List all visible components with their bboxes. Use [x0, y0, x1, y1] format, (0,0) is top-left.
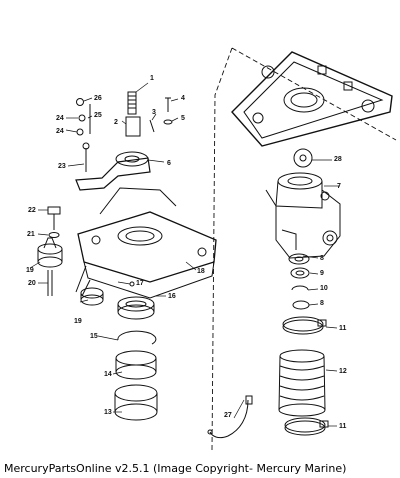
callout-15: 15 — [90, 333, 98, 340]
gimbal-ring-plate — [231, 51, 393, 147]
callout-25: 25 — [94, 112, 102, 119]
callout-7: 7 — [337, 183, 341, 190]
callout-4: 4 — [181, 95, 185, 102]
callout-24a: 24 — [56, 115, 64, 122]
callout-12: 12 — [339, 368, 347, 375]
leader-lines — [29, 82, 340, 427]
callout-labels: 1234567889101111121314151617181919202122… — [26, 75, 347, 430]
callout-8b: 8 — [320, 300, 324, 307]
callout-19b: 19 — [74, 318, 82, 325]
callout-24b: 24 — [56, 128, 64, 135]
dashed-divider — [211, 47, 397, 451]
exhaust-bellows — [278, 349, 326, 417]
callout-27: 27 — [224, 412, 232, 419]
callout-20: 20 — [28, 280, 36, 287]
callout-19a: 19 — [26, 267, 34, 274]
callout-6: 6 — [167, 160, 171, 167]
callout-14: 14 — [104, 371, 112, 378]
small-washers — [288, 253, 310, 310]
side-seals — [37, 237, 104, 306]
callout-10: 10 — [320, 285, 328, 292]
trim-sender-wire — [207, 395, 253, 439]
callout-11b: 11 — [339, 423, 347, 430]
callout-17: 17 — [136, 280, 144, 287]
steering-lever — [75, 98, 151, 191]
callout-13: 13 — [104, 409, 112, 416]
callout-18: 18 — [197, 268, 205, 275]
callout-5: 5 — [181, 115, 185, 122]
hose-clamps — [282, 316, 329, 436]
callout-23: 23 — [58, 163, 66, 170]
callout-26: 26 — [94, 95, 102, 102]
gimbal-housing — [75, 187, 217, 299]
callout-11a: 11 — [339, 325, 347, 332]
star-washer — [293, 148, 313, 168]
callout-1: 1 — [150, 75, 154, 82]
exploded-parts-diagram: 1234567889101111121314151617181919202122… — [26, 47, 397, 451]
bell-housing — [265, 172, 341, 259]
image-caption: MercuryPartsOnline v2.5.1 (Image Copyrig… — [4, 462, 347, 475]
callout-16: 16 — [168, 293, 176, 300]
callout-3: 3 — [152, 109, 156, 116]
bolts-and-pins — [47, 91, 173, 238]
callout-8a: 8 — [320, 255, 324, 262]
callout-21: 21 — [27, 231, 35, 238]
callout-22: 22 — [28, 207, 36, 214]
callout-28: 28 — [334, 156, 342, 163]
bearing-stack — [114, 281, 158, 421]
callout-2: 2 — [114, 119, 118, 126]
callout-9: 9 — [320, 270, 324, 277]
